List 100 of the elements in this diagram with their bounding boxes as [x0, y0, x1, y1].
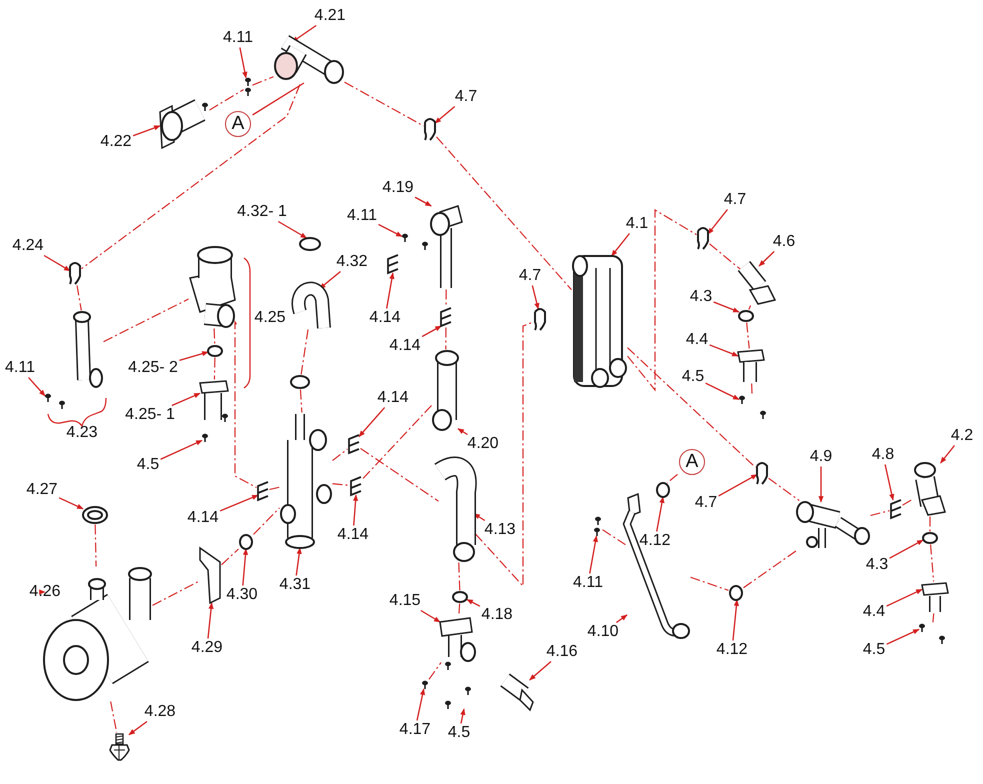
screws-drawing: [45, 394, 65, 409]
valve-drawing: [189, 246, 236, 328]
assembly-line: [748, 305, 752, 310]
screws-drawing: [594, 516, 601, 536]
callout-number: 4.5: [862, 642, 886, 658]
retaining-clip-drawing: [350, 476, 362, 496]
flange-drawing: [439, 617, 476, 662]
leader-arrow: [818, 466, 824, 503]
cap-drawing: [82, 506, 108, 524]
flange-drawing: [199, 380, 229, 420]
elbow-fitting-drawing: [914, 462, 946, 516]
callout-number: 4.32: [336, 254, 368, 270]
callout-number: 4.24: [12, 238, 44, 254]
drain-plug-drawing: [109, 733, 130, 761]
assembly-line: [214, 328, 216, 345]
assembly-line: [870, 510, 890, 516]
leader-arrow: [319, 271, 341, 290]
callout-number: 4.11: [347, 208, 377, 224]
assembly-line: [751, 383, 753, 394]
leader-arrow: [358, 407, 386, 438]
callout-number: 4.23: [66, 425, 98, 441]
callout-number: 4.5: [682, 369, 704, 385]
leader-arrow: [940, 445, 955, 464]
callout-number: 4.30: [226, 587, 258, 603]
assembly-line: [428, 662, 442, 680]
leader-arrow: [529, 661, 552, 680]
assembly-line: [209, 89, 244, 111]
callout-number: 4.7: [518, 268, 542, 284]
callout-number: 4.14: [369, 310, 401, 326]
assembly-line: [300, 389, 302, 413]
assembly-line: [332, 483, 350, 486]
callout-number: 4.27: [26, 482, 58, 498]
elbow-pipe-drawing: [434, 456, 477, 562]
leader-line: [252, 82, 304, 116]
callout-number: 4.7: [724, 192, 746, 208]
callout-number: 4.4: [686, 332, 708, 348]
assembly-line: [252, 76, 274, 86]
hose-clamp-drawing: [299, 237, 321, 251]
assembly-line: [344, 82, 424, 126]
assembly-line: [221, 548, 239, 566]
leader-arrow: [420, 610, 441, 623]
callout-number: 4.14: [389, 338, 421, 354]
leader-arrow: [292, 24, 317, 43]
callout-number: 4.31: [279, 577, 311, 593]
hose-drawing: [292, 282, 331, 328]
leader-line: [666, 474, 678, 484]
elbow-pipe-drawing: [430, 205, 463, 288]
assembly-line: [929, 516, 931, 532]
leader-arrow: [278, 220, 308, 239]
assembly-line: [360, 448, 439, 502]
screws-drawing: [202, 414, 228, 442]
assembly-line: [743, 549, 798, 588]
assembly-line: [475, 321, 534, 588]
leader-arrow: [705, 382, 740, 400]
retaining-clip-drawing: [348, 434, 360, 454]
callout-number: 4.3: [866, 557, 888, 573]
screw-drawing: [422, 680, 428, 689]
leader-arrow: [611, 233, 630, 256]
callout-number: 4.14: [187, 510, 219, 526]
assembly-line: [214, 357, 216, 380]
spring-clip-drawing: [534, 308, 546, 331]
assembly-line: [446, 290, 447, 306]
leader-arrow: [296, 547, 302, 576]
callout-number: 4.14: [377, 390, 409, 406]
assembly-line: [627, 209, 697, 392]
leader-arrow: [434, 106, 456, 124]
leader-arrow: [713, 301, 740, 313]
spring-clip-drawing: [424, 118, 436, 141]
leader-arrow: [352, 494, 358, 526]
callout-number: 4.9: [810, 449, 832, 465]
callout-number: 4.5: [448, 725, 470, 741]
callout-number: 4.25- 1: [125, 407, 175, 423]
leader-arrow: [39, 589, 46, 595]
assembly-line: [300, 329, 309, 375]
assembly-line: [930, 544, 934, 582]
leader-arrow: [758, 251, 775, 266]
leader-arrow: [132, 125, 161, 136]
screws-drawing: [245, 78, 251, 96]
spring-clip-drawing: [69, 262, 81, 285]
assembly-line: [81, 84, 300, 270]
callout-number: 4.15: [389, 593, 421, 609]
reference-circle: A: [679, 449, 705, 475]
callout-number: 4.26: [29, 584, 61, 600]
bent-pipe-drawing: [623, 492, 690, 639]
callout-number: 4.3: [690, 289, 712, 305]
o-ring-drawing: [656, 482, 670, 498]
callout-number: 4.20: [467, 436, 499, 452]
screws-drawing: [739, 396, 766, 419]
leader-arrow: [884, 464, 894, 501]
callout-number: 4.7: [694, 495, 718, 511]
leader-arrow: [457, 428, 468, 436]
leader-arrow: [44, 254, 71, 272]
assembly-line: [627, 347, 756, 468]
leader-arrow: [28, 377, 46, 396]
callout-number: 4.1: [626, 216, 648, 232]
callout-number: 4.28: [144, 704, 176, 720]
retaining-clip-drawing: [440, 307, 452, 328]
callout-number: 4.7: [454, 89, 478, 105]
leader-arrow: [239, 47, 248, 78]
leader-arrow: [886, 628, 920, 645]
